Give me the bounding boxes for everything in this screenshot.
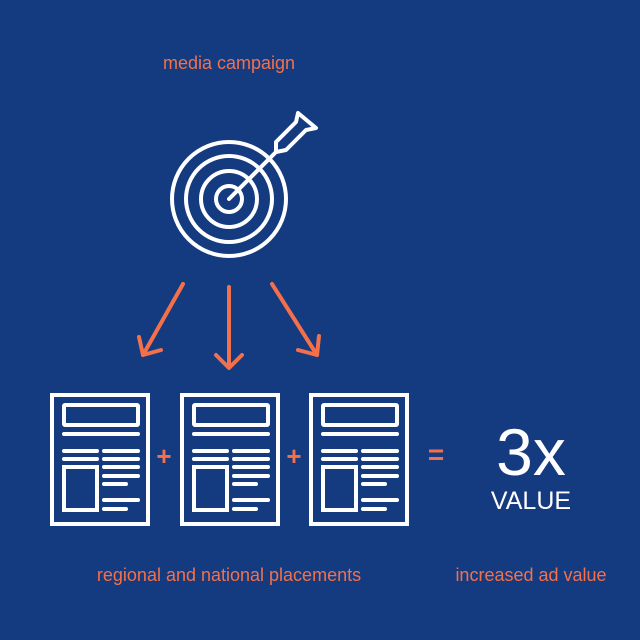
placements-label: regional and national placements: [96, 565, 362, 585]
target-with-arrow-icon: [170, 111, 318, 258]
arrow-down-left-icon: [137, 282, 185, 357]
equals-sign: =: [427, 439, 445, 470]
plus-sign: +: [286, 441, 302, 471]
multiplier-value: 3x: [496, 415, 566, 489]
arrow-down-icon: [214, 285, 244, 370]
media-campaign-label: media campaign: [162, 53, 296, 73]
newspaper-icon: [180, 393, 280, 526]
increased-value-label: increased ad value: [455, 565, 607, 585]
plus-sign: +: [156, 441, 172, 471]
arrow-down-right-icon: [270, 282, 321, 357]
newspaper-icon: [309, 393, 409, 526]
newspaper-icon: [50, 393, 150, 526]
distribution-arrows: [137, 282, 321, 370]
multiplier-caption: VALUE: [490, 487, 572, 515]
